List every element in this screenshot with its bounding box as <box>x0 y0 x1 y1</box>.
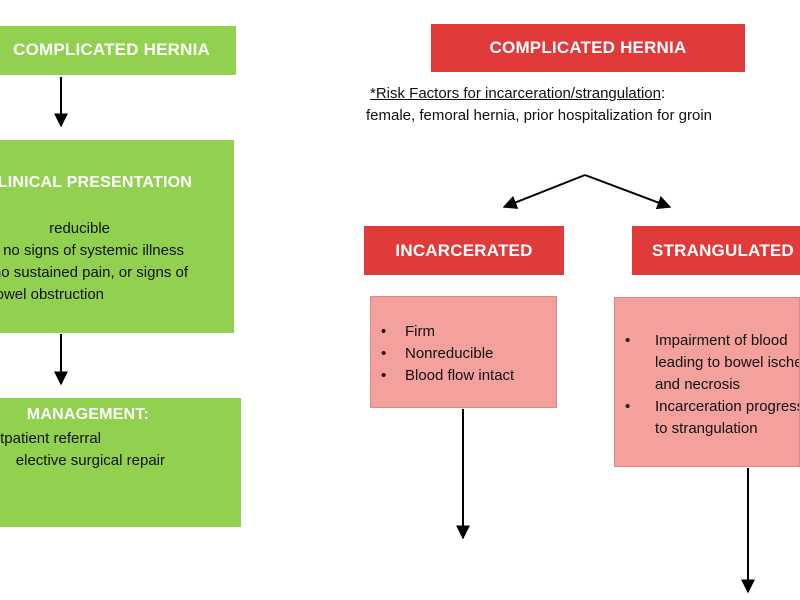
left-complicated-hernia-box: COMPLICATED HERNIA <box>0 26 236 75</box>
strangulated-bullet-progression: Incarceration progresses to strangulatio… <box>615 396 799 440</box>
incarcerated-box: INCARCERATED <box>364 226 564 275</box>
strangulated-label: STRANGULATED <box>652 241 794 260</box>
management-box: MANAGEMENT: outpatient referral elective… <box>0 398 241 527</box>
arrow-branch-to-strangulated <box>584 174 672 210</box>
strangulated-details-box: Impairment of blood leading to bowel isc… <box>614 297 800 467</box>
management-title: MANAGEMENT: <box>26 406 149 423</box>
risk-factors-text: female, femoral hernia, prior hospitaliz… <box>366 107 713 124</box>
management-line-1: outpatient referral <box>0 430 101 447</box>
strangulated-bullet-impairment-line-1: Impairment of blood <box>655 332 788 349</box>
incarcerated-bullet-firm: Firm <box>371 321 556 343</box>
risk-factors-heading: *Risk Factors for incarceration/strangul… <box>370 83 665 105</box>
risk-factors-colon: : <box>660 85 666 102</box>
incarcerated-label: INCARCERATED <box>395 240 533 260</box>
presentation-line-1: reducible <box>49 220 110 237</box>
strangulated-bullet-progression-line-1: Incarceration progresses <box>655 398 799 415</box>
right-complicated-hernia-box: COMPLICATED HERNIA <box>431 24 745 72</box>
clinical-presentation-title: CLINICAL PRESENTATION <box>0 174 192 191</box>
presentation-line-2: no signs of systemic illness <box>3 242 184 259</box>
risk-factors-label: *Risk Factors for incarceration/strangul… <box>370 85 661 102</box>
presentation-line-4: bowel obstruction <box>0 286 104 303</box>
incarcerated-bullet-blood-flow: Blood flow intact <box>371 365 556 387</box>
strangulated-bullet-impairment-line-3: and necrosis <box>655 376 741 393</box>
clinical-presentation-box: CLINICAL PRESENTATION reducible no signs… <box>0 140 234 333</box>
strangulated-bullet-progression-line-2: to strangulation <box>655 420 758 437</box>
presentation-line-3: no sustained pain, or signs of <box>0 264 188 281</box>
right-complicated-hernia-label: COMPLICATED HERNIA <box>489 38 687 57</box>
arrow-branch-to-incarcerated <box>502 174 586 209</box>
left-complicated-hernia-label: COMPLICATED HERNIA <box>13 40 210 59</box>
strangulated-bullet-impairment: Impairment of blood leading to bowel isc… <box>615 330 799 396</box>
incarcerated-bullet-nonreducible: Nonreducible <box>371 343 556 365</box>
incarcerated-details-box: Firm Nonreducible Blood flow intact <box>370 296 557 408</box>
strangulated-bullet-list: Impairment of blood leading to bowel isc… <box>615 330 799 440</box>
strangulated-bullet-impairment-line-2: leading to bowel ischemia <box>655 354 799 371</box>
management-line-2: elective surgical repair <box>15 452 165 469</box>
incarcerated-bullet-list: Firm Nonreducible Blood flow intact <box>371 321 556 387</box>
strangulated-box: STRANGULATED <box>632 226 800 275</box>
